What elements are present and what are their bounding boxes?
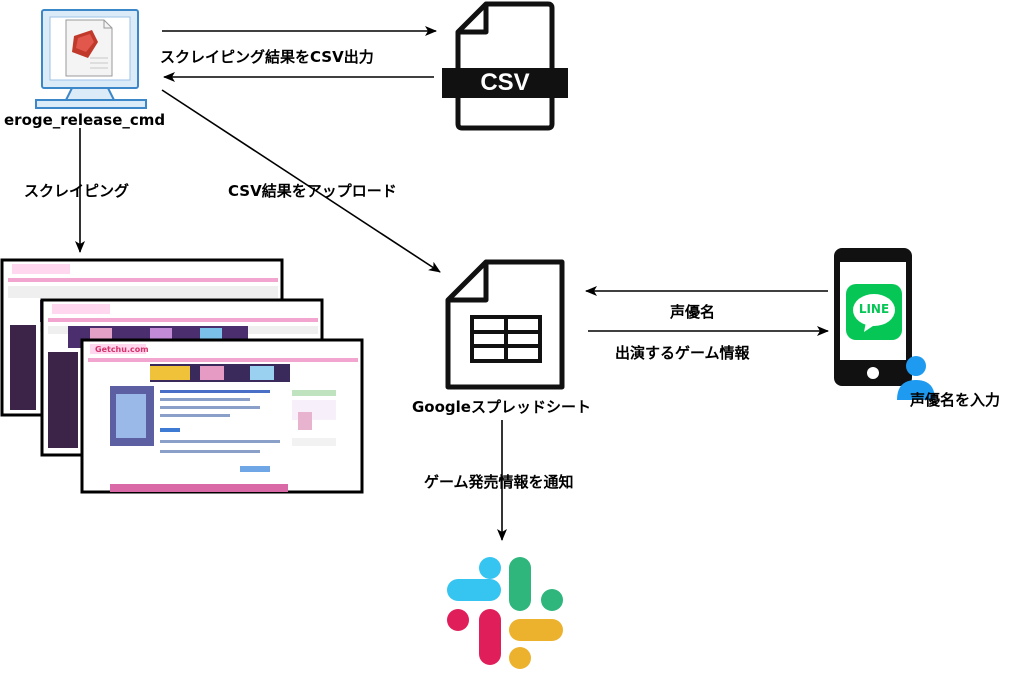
edge-label-cmd-to-sheet: CSV結果をアップロード	[228, 182, 397, 200]
slack-logo-icon	[447, 557, 563, 669]
website-logo: Getchu.com	[95, 345, 149, 354]
csv-file-label: CSV	[480, 69, 530, 96]
computer-icon	[35, 9, 147, 109]
user-icon	[897, 356, 935, 400]
line-app-text: LINE	[858, 302, 890, 316]
edge-label-sheet-to-slack: ゲーム発売情報を通知	[424, 473, 574, 491]
smartphone-icon	[834, 248, 912, 386]
edge-label-line-to-sheet: 声優名	[670, 303, 716, 321]
node-label-sheet: Googleスプレッドシート	[412, 398, 591, 416]
ruby-document-icon	[65, 19, 113, 77]
spreadsheet-icon	[445, 259, 565, 390]
edge-label-sheet-to-line: 出演するゲーム情報	[615, 344, 750, 362]
website-page-3: Getchu.com	[80, 338, 364, 494]
edge-label-cmd-to-csv: スクレイピング結果をCSV出力	[160, 48, 374, 66]
line-app-icon	[846, 284, 902, 340]
node-label-cmd: eroge_release_cmd	[4, 111, 166, 129]
csv-file-icon	[442, 1, 568, 131]
edge-label-cmd-to-site: スクレイピング	[24, 182, 130, 200]
website-screenshots: Getchu.com	[0, 258, 364, 494]
edges	[75, 26, 829, 541]
node-label-line-user: 声優名を入力	[910, 391, 1001, 409]
edge-cmd-to-sheet	[161, 89, 441, 273]
